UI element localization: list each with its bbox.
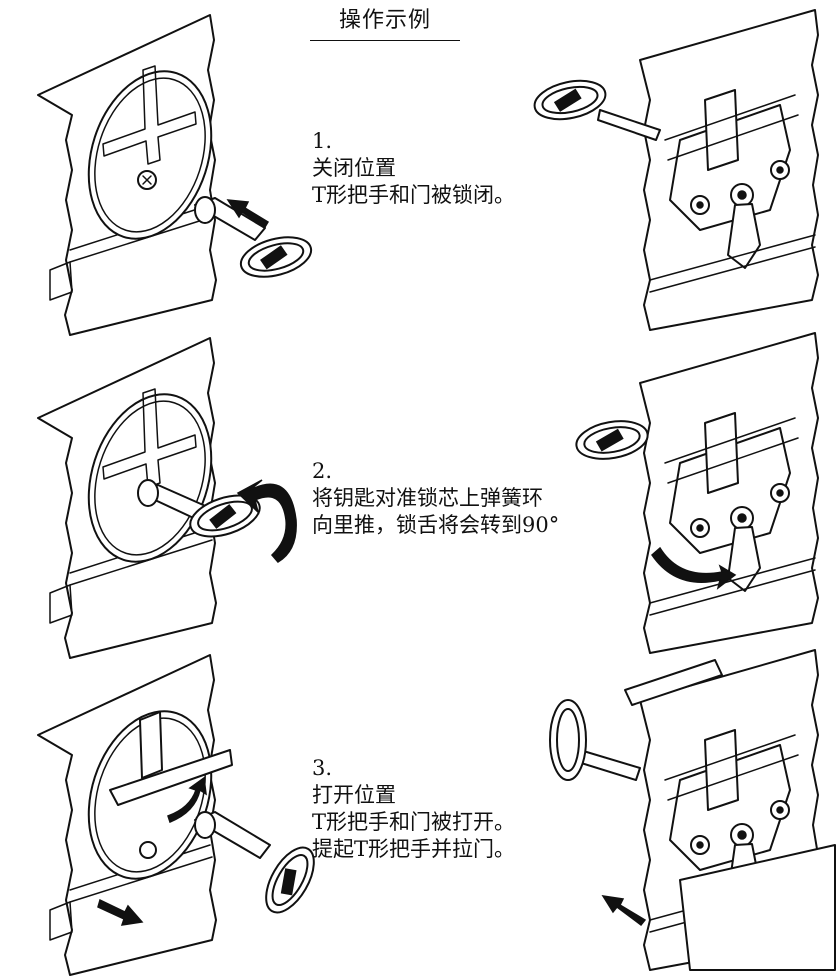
step-2-number: 2. <box>312 459 333 483</box>
step-1-number: 1. <box>312 129 333 153</box>
step-3-front-illustration <box>37 654 325 976</box>
step-3-line-2: T形把手和门被打开。 <box>312 810 516 834</box>
turn-arrow-icon <box>651 546 737 590</box>
pull-arrow-icon <box>97 898 144 926</box>
step-2-text: 2. 将钥匙对准锁芯上弹簧环 向里推，锁舌将会转到90° <box>312 458 559 539</box>
step-2-rear-illustration <box>572 332 819 654</box>
step-3-rear-illustration <box>549 649 836 971</box>
step-1-line-2: T形把手和门被锁闭。 <box>312 183 516 207</box>
step-3-line-1: 打开位置 <box>312 783 396 807</box>
rotate-arrow-icon <box>236 479 297 563</box>
step-2-line-1: 将钥匙对准锁芯上弹簧环 <box>312 486 543 510</box>
step-3-line-3: 提起T形把手并拉门。 <box>312 837 516 861</box>
step-1-line-1: 关闭位置 <box>312 156 396 180</box>
door-open-arrow-icon <box>601 895 647 927</box>
step-1-rear-illustration <box>530 9 819 331</box>
step-3-number: 3. <box>312 756 333 780</box>
step-2-line-2: 向里推，锁舌将会转到90° <box>312 513 560 537</box>
lift-arrow-icon <box>167 776 207 823</box>
step-2-front-illustration <box>37 337 266 659</box>
push-arrow-icon <box>226 199 270 229</box>
step-1-front-illustration <box>37 14 317 336</box>
step-3-text: 3. 打开位置 T形把手和门被打开。 提起T形把手并拉门。 <box>312 755 515 863</box>
step-1-text: 1. 关闭位置 T形把手和门被锁闭。 <box>312 128 515 209</box>
page-title: 操作示例 <box>310 6 460 41</box>
